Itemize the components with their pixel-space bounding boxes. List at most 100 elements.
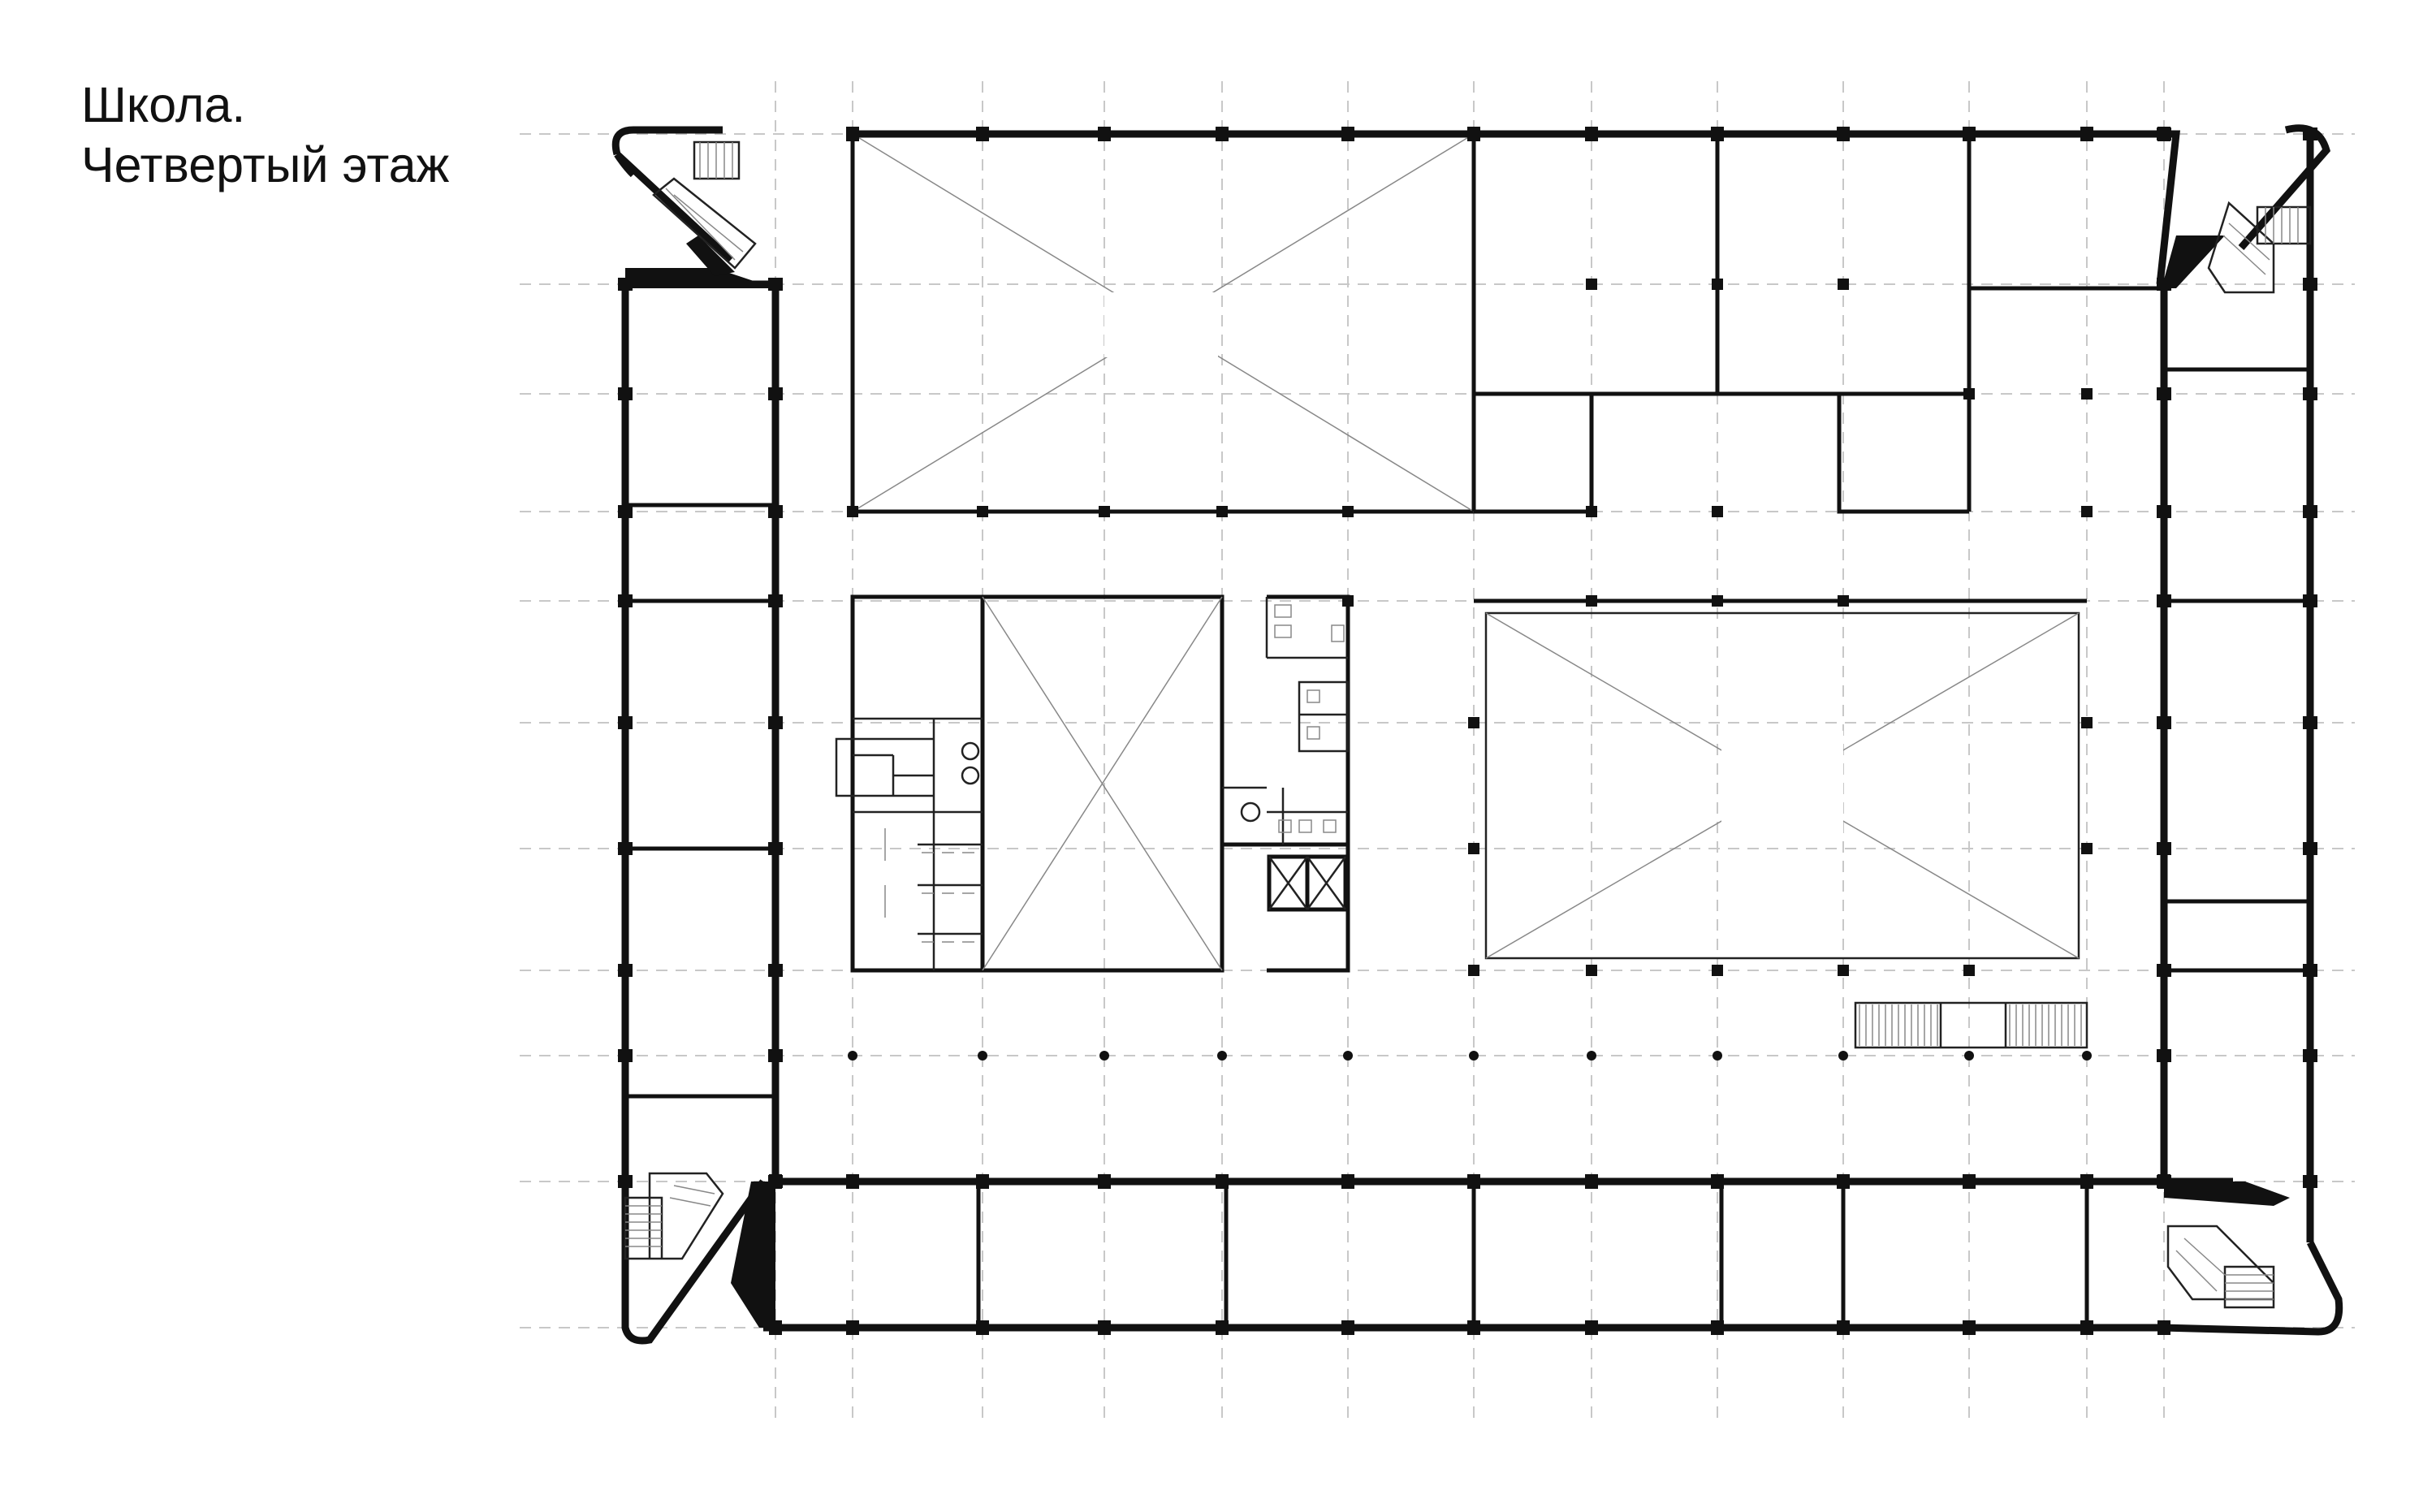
perimeter-column: [2303, 387, 2317, 400]
column-square: [2081, 843, 2093, 854]
column-square: [1586, 506, 1597, 517]
column-dot: [1099, 1051, 1109, 1061]
perimeter-column: [618, 1175, 633, 1188]
outer-walls: [621, 130, 2314, 1332]
perimeter-column: [1098, 1320, 1111, 1335]
perimeter-column: [976, 1320, 989, 1335]
perimeter-column: [768, 505, 783, 518]
drawing-title: Школа. Четвертый этаж: [81, 75, 449, 195]
perimeter-column: [2157, 1320, 2170, 1335]
perimeter-column: [768, 278, 783, 291]
perimeter-column: [768, 594, 783, 607]
column-dot: [1469, 1051, 1479, 1061]
column-square: [1216, 506, 1228, 517]
column-square: [1712, 595, 1723, 607]
perimeter-column: [1963, 1320, 1976, 1335]
perimeter-column: [768, 387, 783, 400]
column-dot: [2082, 1051, 2092, 1061]
perimeter-column: [1341, 1320, 1354, 1335]
perimeter-column: [2157, 505, 2171, 518]
north-rooms-right: [1471, 134, 2164, 514]
perimeter-column: [1216, 1320, 1229, 1335]
column-square: [1963, 965, 1975, 976]
corner-stair-tr: [2156, 124, 2331, 294]
corner-stair-bl: [621, 1172, 775, 1345]
perimeter-column: [2303, 842, 2317, 855]
column-square: [1586, 279, 1597, 290]
perimeter-column: [2303, 127, 2317, 140]
perimeter-column: [976, 127, 989, 141]
corner-stair-tl: [611, 126, 775, 288]
column-square: [1468, 843, 1479, 854]
column-dot: [1217, 1051, 1227, 1061]
column-square: [2081, 388, 2093, 400]
perimeter-column: [618, 964, 633, 977]
perimeter-column: [1837, 1174, 1850, 1189]
perimeter-column: [2157, 1049, 2171, 1062]
perimeter-column: [2157, 127, 2171, 140]
perimeter-column: [2157, 1175, 2171, 1188]
column-dot: [1587, 1051, 1596, 1061]
perimeter-column: [1216, 1174, 1229, 1189]
perimeter-column: [2303, 964, 2317, 977]
perimeter-column: [768, 1049, 783, 1062]
column-square: [1586, 595, 1597, 607]
perimeter-column: [1467, 127, 1480, 141]
perimeter-column: [769, 1320, 782, 1335]
north-hall-left: [850, 133, 1476, 514]
perimeter-column: [2157, 387, 2171, 400]
column-square: [1838, 965, 1849, 976]
column-square: [2081, 717, 2093, 728]
perimeter-column: [2080, 1174, 2093, 1189]
perimeter-column: [2080, 1320, 2093, 1335]
perimeter-column: [2303, 505, 2317, 518]
core-block: [835, 594, 1224, 973]
column-square: [1099, 506, 1110, 517]
perimeter-column: [618, 594, 633, 607]
perimeter-column: [846, 127, 859, 141]
perimeter-column: [768, 716, 783, 729]
perimeter-column: [768, 964, 783, 977]
perimeter-column: [1711, 127, 1724, 141]
perimeter-column: [846, 1174, 859, 1189]
perimeter-column: [618, 842, 633, 855]
column-dot: [1713, 1051, 1722, 1061]
perimeter-column: [2157, 964, 2171, 977]
perimeter-column: [1837, 127, 1850, 141]
perimeter-column: [618, 505, 633, 518]
column-square: [977, 506, 988, 517]
south-wing-rooms: [976, 1182, 2089, 1328]
perimeter-column: [2157, 716, 2171, 729]
columns: [618, 127, 2317, 1335]
column-dot: [848, 1051, 857, 1061]
perimeter-column: [2157, 594, 2171, 607]
south-hall-right: [1474, 598, 2087, 960]
perimeter-column: [1837, 1320, 1850, 1335]
perimeter-column: [1341, 1174, 1354, 1189]
perimeter-column: [2303, 716, 2317, 729]
perimeter-column: [1963, 127, 1976, 141]
perimeter-column: [1585, 127, 1598, 141]
column-square: [1586, 965, 1597, 976]
perimeter-column: [768, 842, 783, 855]
column-dot: [1343, 1051, 1353, 1061]
column-dot: [1964, 1051, 1974, 1061]
west-wing-rooms: [625, 503, 775, 1099]
column-square: [1712, 279, 1723, 290]
perimeter-column: [1711, 1320, 1724, 1335]
stair-treads: [1859, 1004, 2082, 1046]
perimeter-column: [2303, 594, 2317, 607]
column-square: [847, 506, 858, 517]
column-square: [1468, 965, 1479, 976]
perimeter-column: [618, 716, 633, 729]
perimeter-column: [1216, 127, 1229, 141]
perimeter-column: [618, 1049, 633, 1062]
column-square: [1468, 717, 1479, 728]
perimeter-column: [2303, 1049, 2317, 1062]
perimeter-column: [2303, 278, 2317, 291]
title-line-2: Четвертый этаж: [81, 137, 450, 192]
perimeter-column: [1585, 1320, 1598, 1335]
column-square: [1342, 595, 1354, 607]
column-square: [1963, 388, 1975, 400]
